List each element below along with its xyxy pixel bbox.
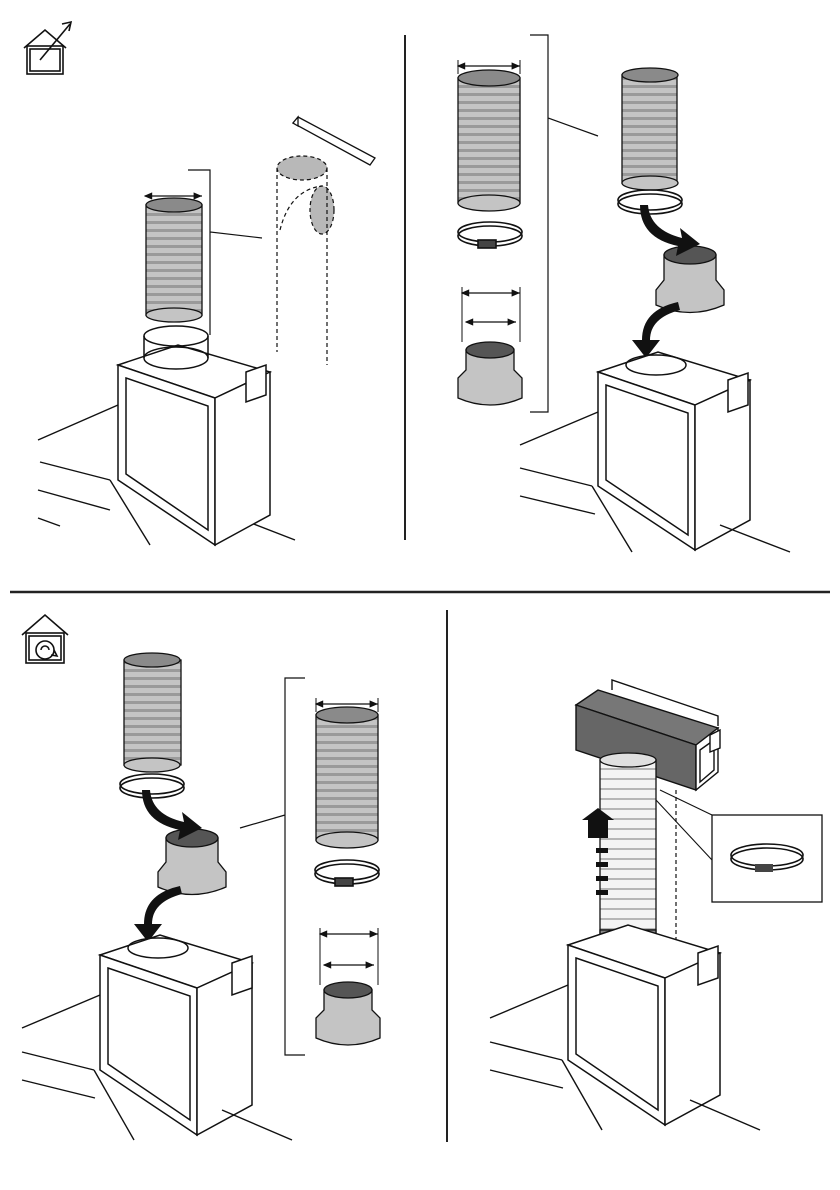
- parts-bracket: [530, 35, 598, 412]
- arrow-down-4: [134, 886, 182, 942]
- spare-flexible-duct: [458, 60, 520, 211]
- spare-reducer-adapter: [458, 287, 522, 405]
- flexible-duct: [145, 196, 202, 322]
- reducer-adapter-3: [158, 829, 226, 895]
- spare-clamp-3: [315, 860, 379, 886]
- reducer-adapter-2: [656, 246, 724, 313]
- white-flexible-duct: [600, 753, 656, 935]
- clamp-2: [618, 190, 682, 214]
- house-recirculation-icon: [22, 615, 68, 663]
- clamp-3: [120, 774, 184, 798]
- hood-box-4: [568, 925, 720, 1125]
- clamp-callout: [656, 790, 822, 902]
- panel-extraction-2: [458, 35, 790, 552]
- panel-recirculation-1: [22, 615, 380, 1140]
- spare-flexible-duct-3: [316, 698, 378, 848]
- spare-reducer-adapter-3: [316, 928, 380, 1045]
- flexible-duct-3: [124, 653, 181, 772]
- dashed-duct-outline: [277, 156, 334, 365]
- spare-clamp: [458, 222, 522, 248]
- arrow-down-1: [640, 205, 700, 256]
- hood-box-2: [598, 352, 750, 550]
- arrow-down-2: [632, 302, 680, 358]
- panel-extraction-1: [24, 22, 375, 545]
- panel-recirculation-2: [490, 680, 822, 1130]
- house-exhaust-icon: [24, 22, 71, 74]
- flexible-duct-2: [622, 68, 678, 190]
- hood-box: [118, 345, 270, 545]
- hood-box-3: [100, 935, 252, 1135]
